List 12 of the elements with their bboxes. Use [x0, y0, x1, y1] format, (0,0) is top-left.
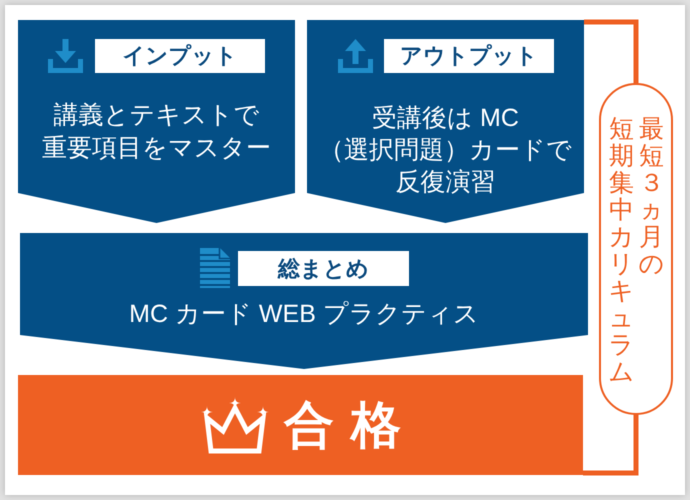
vertical-text: 最短３ヵ月の短期集中カリキュラム — [608, 116, 666, 386]
heading-label: アウトプット — [384, 39, 554, 73]
heading-label: インプット — [95, 39, 265, 73]
body-text: 講義とテキストで重要項目をマスター — [42, 100, 271, 164]
result-banner — [18, 375, 583, 475]
body-text: 受講後は MC（選択問題）カードで反復演習 — [319, 103, 572, 198]
arrow-box — [18, 20, 295, 223]
heading-text: 合格 — [284, 396, 418, 454]
heading-label: 総まとめ — [238, 251, 409, 286]
arrow-box — [20, 233, 588, 369]
body-text: MC カード WEB プラクティス — [129, 299, 479, 330]
arrow-box — [307, 20, 584, 223]
